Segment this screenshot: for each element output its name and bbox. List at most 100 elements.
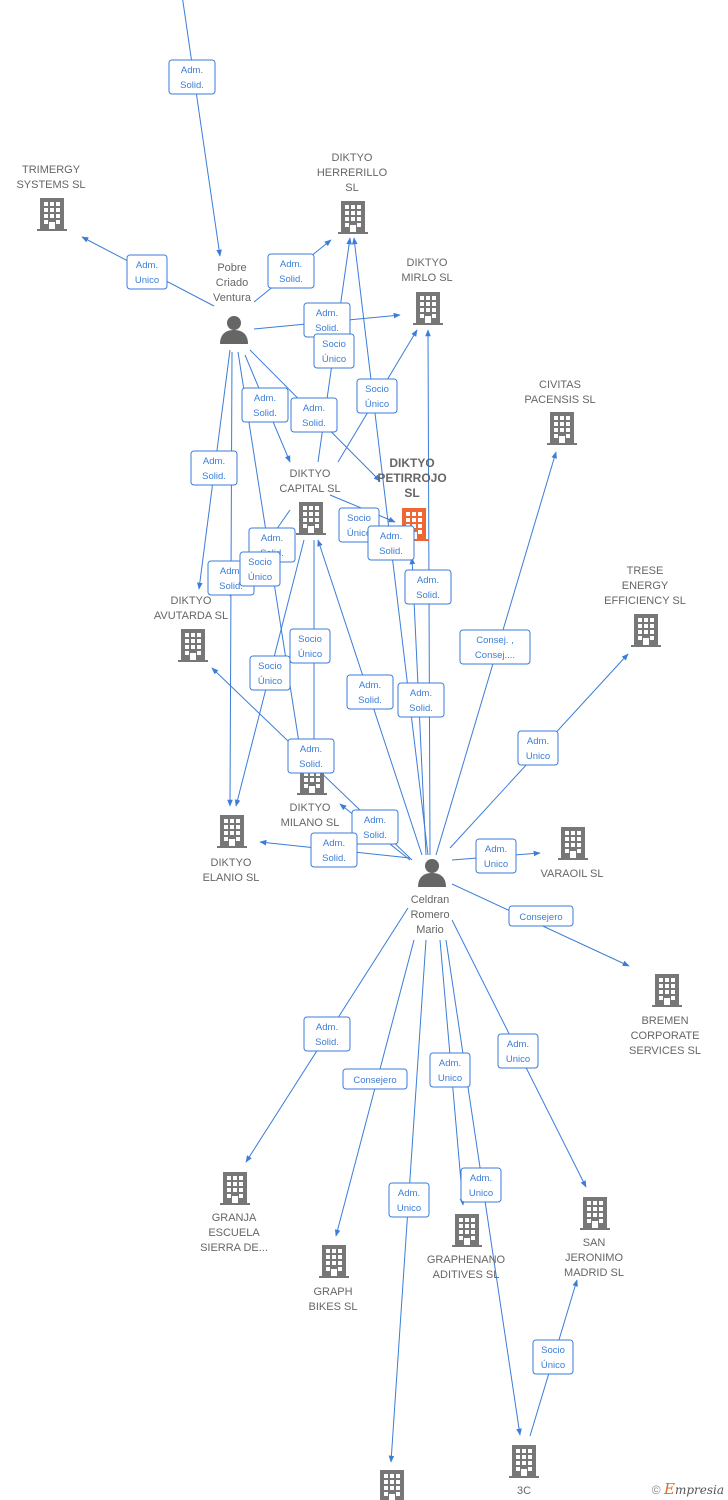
- edge-label-box: [460, 1167, 502, 1203]
- edge-label-text: Unico: [484, 859, 508, 870]
- edge-label[interactable]: Adm.Solid.: [303, 302, 351, 338]
- edge-label[interactable]: Adm.Solid.: [290, 397, 338, 433]
- edge-label-text: Único: [248, 572, 272, 583]
- edge-label[interactable]: Consejero: [342, 1068, 408, 1090]
- edge-label[interactable]: Adm.Solid.: [367, 525, 415, 561]
- edge-label[interactable]: Adm.Solid.: [303, 1016, 351, 1052]
- node-label-line: ELANIO SL: [203, 872, 260, 884]
- edge-label-text: Adm.: [181, 65, 203, 76]
- building-icon: [377, 1470, 407, 1500]
- node-label-line: BREMEN: [641, 1015, 688, 1027]
- building-icon: [217, 815, 247, 848]
- edge-label[interactable]: Adm.Solid.: [351, 809, 399, 845]
- edge-label[interactable]: Adm.Unico: [429, 1052, 471, 1088]
- edge-label-text: Solid.: [322, 853, 346, 864]
- edge-label-text: Socio: [248, 557, 272, 568]
- edge-label-box: [397, 682, 445, 718]
- edge-label[interactable]: Adm. Solid.: [310, 832, 358, 868]
- node-label-line: SERVICES SL: [629, 1045, 701, 1057]
- edge-label[interactable]: Adm.Solid.: [397, 682, 445, 718]
- edge-label-text: Adm.: [470, 1173, 492, 1184]
- edge-label[interactable]: Consej. ,Consej....: [459, 629, 531, 665]
- edge-label[interactable]: Adm.Solid.: [241, 387, 289, 423]
- node-threec[interactable]: 3C: [509, 1445, 539, 1497]
- edge-label-box: [508, 905, 574, 927]
- edge-label[interactable]: Adm.Unico: [126, 254, 168, 290]
- node-label-line: BIKES SL: [309, 1301, 358, 1313]
- edge-label-text: Unico: [506, 1054, 530, 1065]
- node-label-line: DIKTYO: [290, 468, 331, 480]
- edge-label-box: [356, 378, 398, 414]
- edge-labels-layer: Adm.Solid.Adm.UnicoAdm.Solid.Adm.Solid.A…: [126, 59, 574, 1375]
- edge-label[interactable]: Adm.Solid.: [287, 738, 335, 774]
- edge-label-text: Adm.: [398, 1188, 420, 1199]
- edge-label-text: Solid.: [358, 695, 382, 706]
- edge-label[interactable]: Consejero: [508, 905, 574, 927]
- node-label-line: SAN: [583, 1237, 606, 1249]
- edge-label-text: Solid.: [315, 1037, 339, 1048]
- edge-label-box: [289, 628, 331, 664]
- edge-label-text: Adm.: [254, 393, 276, 404]
- node-label-line: EFFICIENCY SL: [604, 595, 686, 607]
- edge-label[interactable]: Adm.Unico: [517, 730, 559, 766]
- edge-label[interactable]: Adm.Solid.: [190, 450, 238, 486]
- edge-label-text: Adm.: [323, 838, 345, 849]
- node-label-line: ENERGY: [622, 580, 669, 592]
- building-icon: [220, 1172, 250, 1205]
- node-label-line: DIKTYO: [290, 802, 331, 814]
- brand-rest: mpresia: [674, 1483, 724, 1497]
- edge-label-text: Consej....: [475, 650, 515, 661]
- edge-label[interactable]: Adm.Unico: [388, 1182, 430, 1218]
- building-icon: [296, 502, 326, 535]
- edge-label[interactable]: Adm.Solid.: [168, 59, 216, 95]
- edge-label-text: Unico: [526, 751, 550, 762]
- node-label-line: Pobre: [217, 262, 246, 274]
- copyright-symbol: ©: [651, 1483, 661, 1497]
- edge-label[interactable]: Adm. Unico: [460, 1167, 502, 1203]
- edge-label[interactable]: Adm.Unico: [497, 1033, 539, 1069]
- edge-label[interactable]: Adm.Solid.: [267, 253, 315, 289]
- edge-label[interactable]: Adm.Solid.: [346, 674, 394, 710]
- edge-label-text: Unico: [469, 1188, 493, 1199]
- node-label-line: TRIMERGY: [22, 164, 81, 176]
- building-icon: [631, 614, 661, 647]
- edge-label[interactable]: Adm.Solid.: [404, 569, 452, 605]
- node-bottom[interactable]: [377, 1470, 407, 1500]
- person-icon: [220, 316, 248, 344]
- edge-label-text: Solid.: [379, 546, 403, 557]
- node-varaoil[interactable]: VARAOIL SL: [541, 827, 604, 880]
- edge-label-text: Adm.: [303, 403, 325, 414]
- node-label-line: ADITIVES SL: [433, 1269, 500, 1281]
- edge-label[interactable]: Adm.Unico: [475, 838, 517, 874]
- edge-label-text: Solid.: [409, 703, 433, 714]
- node-label-line: GRANJA: [212, 1212, 257, 1224]
- edge-label-text: Unico: [135, 275, 159, 286]
- edge-label-text: Socio: [322, 339, 346, 350]
- edge-label-text: Adm.: [439, 1058, 461, 1069]
- node-label-line: Celdran: [411, 894, 450, 906]
